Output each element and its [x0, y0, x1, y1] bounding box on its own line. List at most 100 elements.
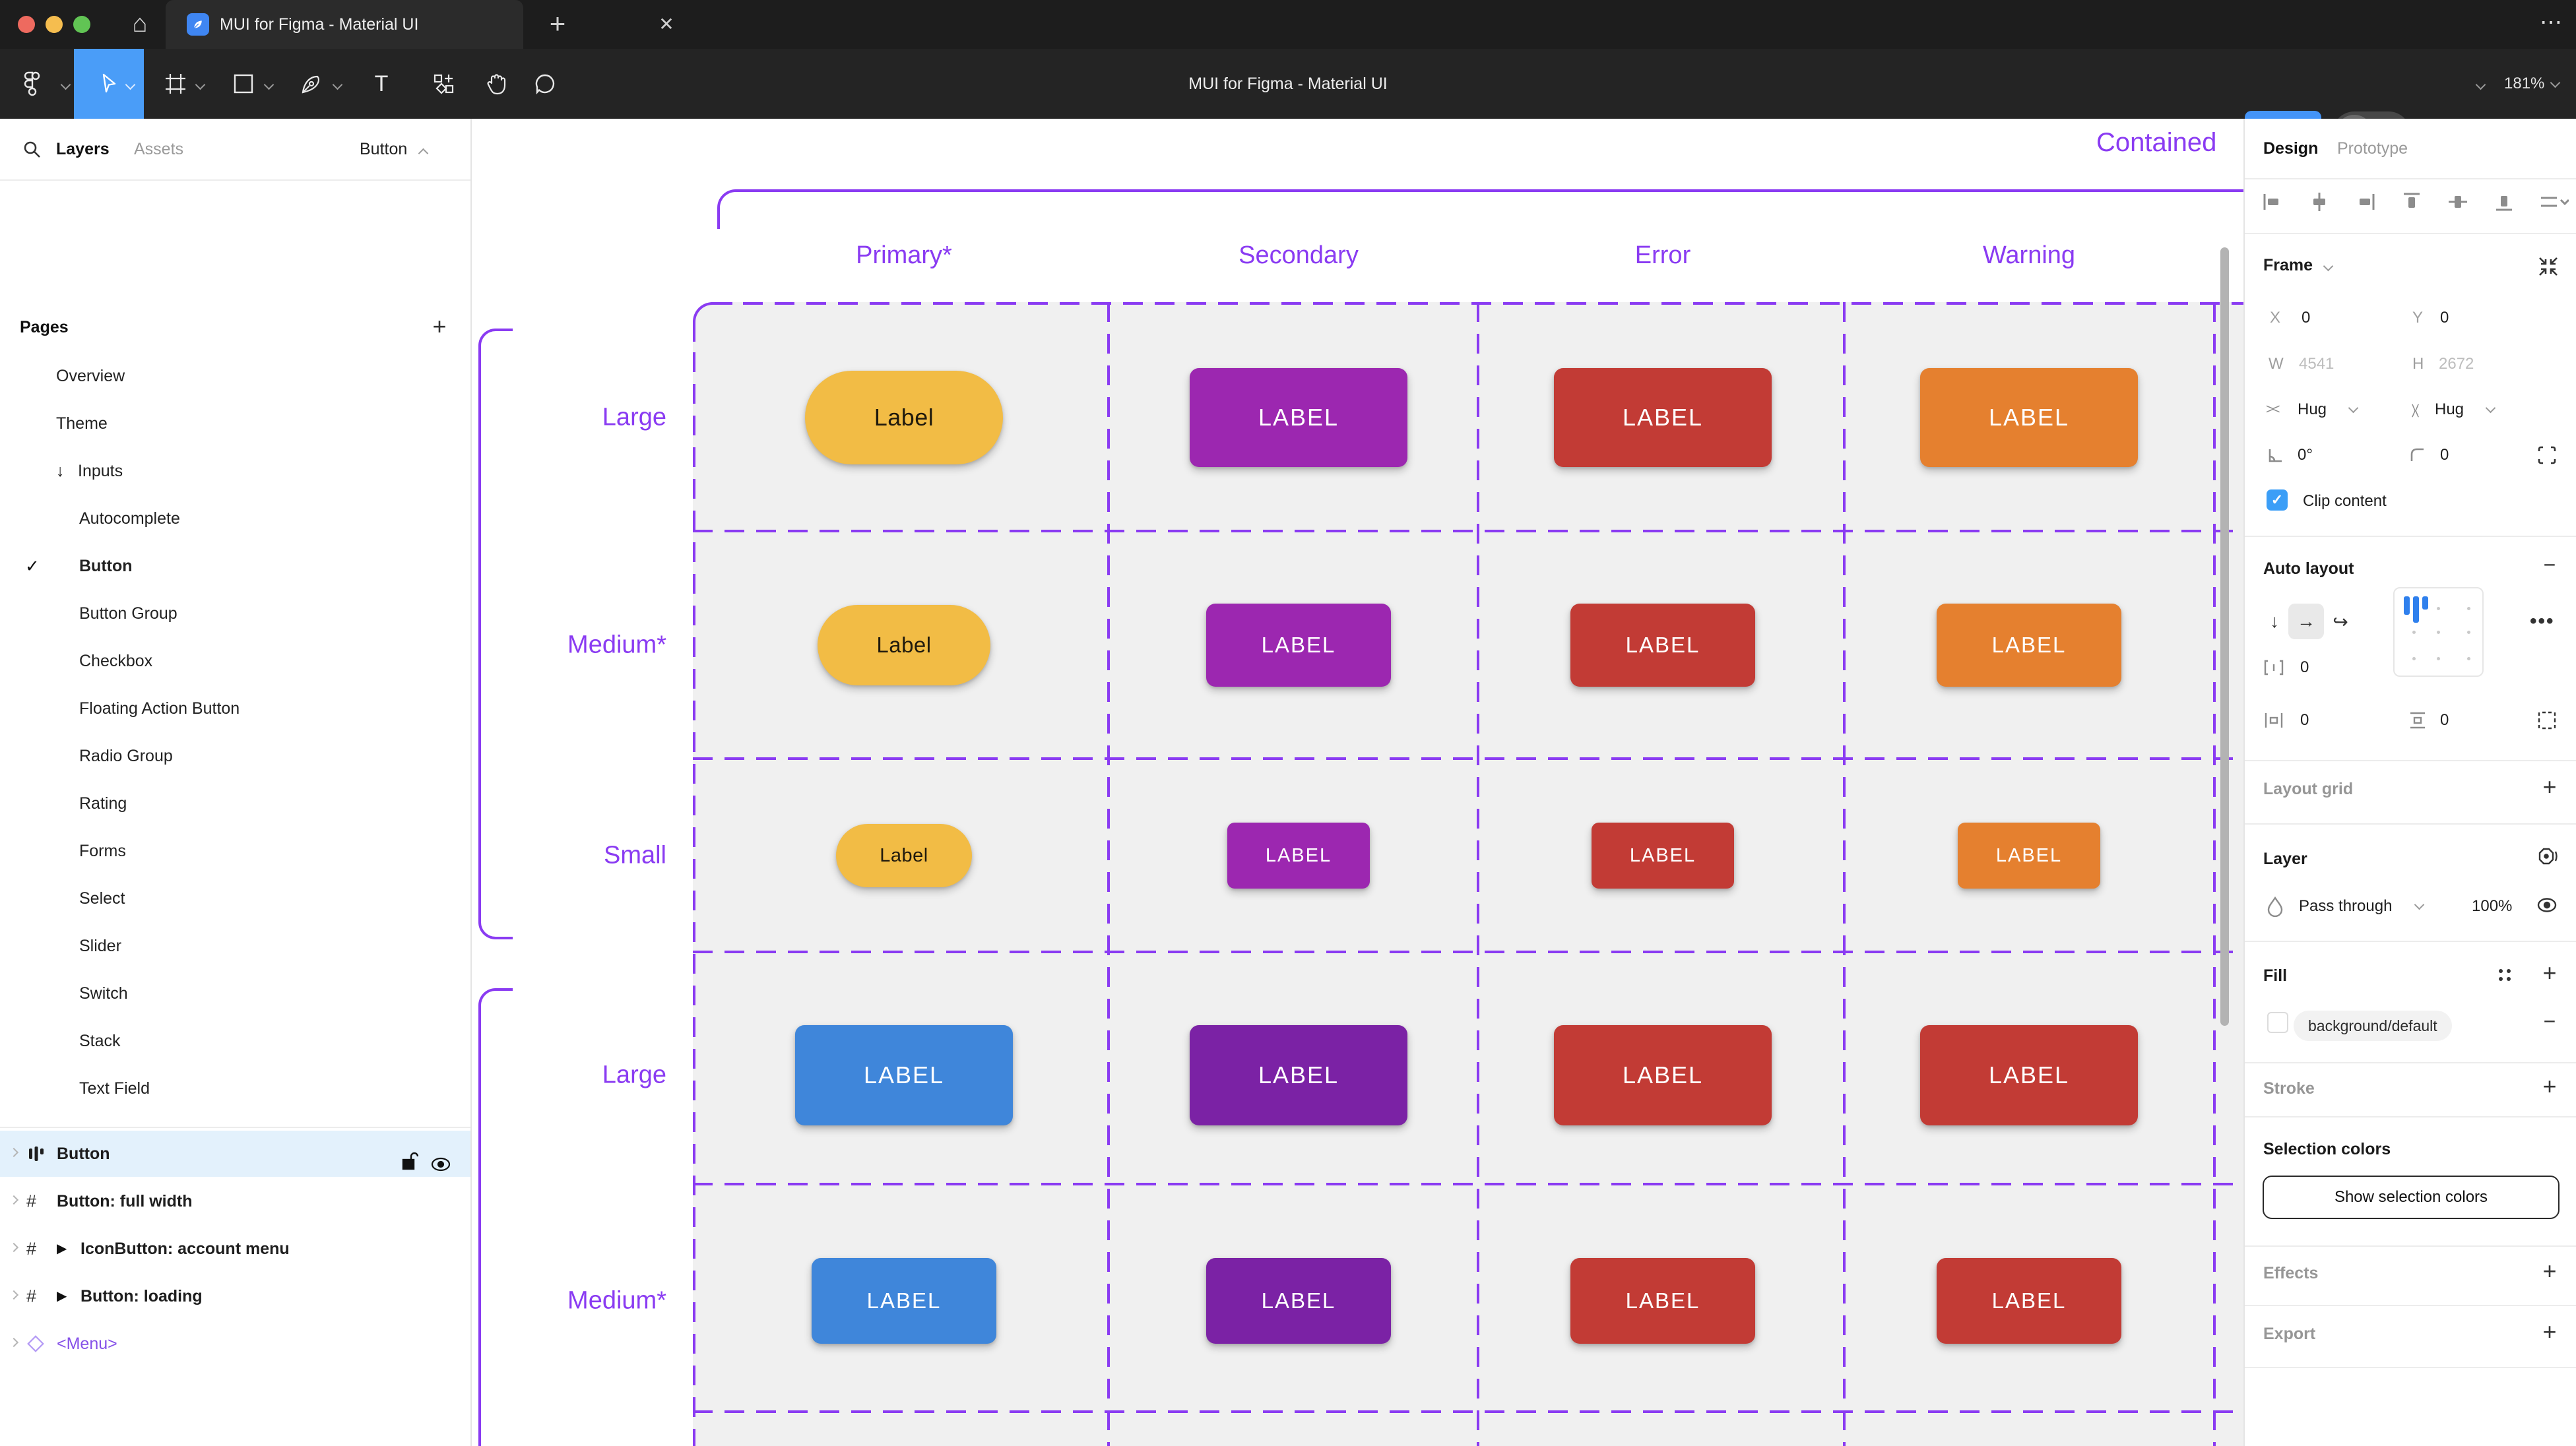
- sidebar-item-inputs[interactable]: ↓ Inputs: [0, 448, 470, 494]
- row-label-large-2[interactable]: Large: [602, 1061, 666, 1089]
- add-effect-button[interactable]: +: [2542, 1257, 2557, 1284]
- sidebar-item-slider[interactable]: Slider: [0, 923, 470, 969]
- blend-mode-icon[interactable]: [2535, 846, 2559, 869]
- sidebar-item-checkbox[interactable]: Checkbox: [0, 638, 470, 684]
- move-tool[interactable]: [74, 49, 144, 119]
- canvas[interactable]: Contained Primary* Secondary Error Warni…: [472, 119, 2243, 1446]
- tab-design[interactable]: Design: [2263, 139, 2319, 158]
- fill-color-swatch[interactable]: [2267, 1012, 2288, 1033]
- align-bottom-icon[interactable]: [2491, 189, 2517, 215]
- chevron-down-icon[interactable]: [2349, 404, 2358, 414]
- overflow-menu-icon[interactable]: ⋯: [2540, 10, 2564, 35]
- layer-row-button[interactable]: Button: [0, 1131, 470, 1177]
- button-component[interactable]: LABEL: [1920, 1025, 2138, 1125]
- button-component[interactable]: LABEL: [1570, 1258, 1755, 1344]
- components-tool[interactable]: [422, 49, 465, 119]
- vertical-padding-value[interactable]: 0: [2440, 711, 2449, 729]
- sidebar-item-radio-group[interactable]: Radio Group: [0, 733, 470, 779]
- chevron-right-icon[interactable]: [11, 1149, 18, 1157]
- button-component[interactable]: LABEL: [1592, 823, 1734, 889]
- align-top-icon[interactable]: [2399, 189, 2425, 215]
- button-component[interactable]: LABEL: [795, 1025, 1013, 1125]
- search-icon[interactable]: [20, 137, 44, 161]
- horizontal-padding-value[interactable]: 0: [2300, 711, 2309, 729]
- unlock-icon[interactable]: [401, 1143, 419, 1189]
- chevron-down-icon[interactable]: [2486, 404, 2496, 414]
- layer-row-button-loading[interactable]: # ▶ Button: loading: [0, 1273, 470, 1319]
- button-component[interactable]: LABEL: [1554, 1025, 1772, 1125]
- button-component[interactable]: LABEL: [1570, 604, 1755, 687]
- align-vertical-center-icon[interactable]: [2445, 189, 2471, 215]
- tab-layers[interactable]: Layers: [56, 140, 110, 158]
- add-fill-button[interactable]: +: [2542, 959, 2557, 986]
- sidebar-item-text-field[interactable]: Text Field: [0, 1065, 470, 1112]
- main-menu-figma-logo[interactable]: [11, 49, 54, 119]
- frame-title-contained[interactable]: Contained: [2096, 128, 2217, 157]
- button-component[interactable]: LABEL: [1206, 604, 1391, 687]
- sidebar-item-select[interactable]: Select: [0, 875, 470, 922]
- chevron-right-icon[interactable]: [11, 1339, 18, 1347]
- auto-layout-wrap-button[interactable]: ↩: [2333, 611, 2348, 632]
- pen-tool[interactable]: [290, 49, 333, 119]
- sidebar-item-theme[interactable]: Theme: [0, 400, 470, 447]
- gap-value[interactable]: 0: [2300, 658, 2309, 676]
- independent-padding-icon[interactable]: [2535, 708, 2559, 732]
- sidebar-item-button[interactable]: ✓ Button: [0, 543, 470, 589]
- button-component[interactable]: LABEL: [1554, 368, 1772, 467]
- sidebar-item-button-group[interactable]: Button Group: [0, 590, 470, 637]
- close-tab-icon[interactable]: ✕: [659, 14, 674, 34]
- zoom-level-control[interactable]: 181%: [2504, 49, 2560, 119]
- show-selection-colors-button[interactable]: Show selection colors: [2263, 1176, 2560, 1219]
- add-stroke-button[interactable]: +: [2542, 1073, 2557, 1100]
- align-right-icon[interactable]: [2352, 189, 2379, 215]
- auto-layout-right-button[interactable]: →: [2288, 604, 2324, 639]
- x-value[interactable]: 0: [2302, 309, 2311, 327]
- sidebar-item-autocomplete[interactable]: Autocomplete: [0, 495, 470, 542]
- row-label-small[interactable]: Small: [603, 841, 666, 869]
- close-window-light[interactable]: [18, 16, 35, 33]
- layer-row-iconbutton-account-menu[interactable]: # ▶ IconButton: account menu: [0, 1226, 470, 1272]
- corner-radius-value[interactable]: 0: [2440, 446, 2449, 464]
- remove-fill-button[interactable]: −: [2543, 1009, 2556, 1033]
- shape-tool[interactable]: [222, 49, 265, 119]
- hug-vertical-value[interactable]: Hug: [2435, 400, 2464, 418]
- auto-layout-down-button[interactable]: ↓: [2270, 611, 2279, 631]
- sidebar-item-rating[interactable]: Rating: [0, 780, 470, 827]
- button-component[interactable]: Label: [836, 824, 972, 887]
- button-component[interactable]: LABEL: [1190, 368, 1407, 467]
- align-horizontal-center-icon[interactable]: [2306, 189, 2333, 215]
- layer-row-menu-instance[interactable]: <Menu>: [0, 1321, 470, 1367]
- frame-tool[interactable]: [152, 49, 199, 119]
- visibility-eye-icon[interactable]: [430, 1145, 451, 1191]
- button-component[interactable]: Label: [818, 605, 990, 685]
- sidebar-item-switch[interactable]: Switch: [0, 970, 470, 1017]
- layer-visibility-eye-icon[interactable]: [2535, 893, 2559, 917]
- blend-mode-value[interactable]: Pass through: [2299, 897, 2393, 915]
- row-label-large[interactable]: Large: [602, 403, 666, 431]
- home-icon[interactable]: ⌂: [132, 10, 148, 38]
- w-value[interactable]: 4541: [2299, 355, 2334, 373]
- tab-assets[interactable]: Assets: [134, 140, 184, 158]
- sidebar-item-stack[interactable]: Stack: [0, 1018, 470, 1064]
- frame-section-header[interactable]: Frame: [2263, 256, 2576, 275]
- auto-layout-more-icon[interactable]: •••: [2530, 610, 2555, 632]
- chevron-right-icon[interactable]: [11, 1292, 18, 1300]
- button-component[interactable]: LABEL: [1190, 1025, 1407, 1125]
- sidebar-item-overview[interactable]: Overview: [0, 353, 470, 399]
- sidebar-item-forms[interactable]: Forms: [0, 828, 470, 874]
- zoom-window-light[interactable]: [73, 16, 90, 33]
- chevron-down-icon[interactable]: [2415, 901, 2424, 910]
- add-export-button[interactable]: +: [2542, 1318, 2557, 1345]
- rotation-value[interactable]: 0°: [2298, 446, 2313, 464]
- row-label-medium[interactable]: Medium*: [567, 631, 666, 659]
- button-component[interactable]: LABEL: [1227, 823, 1370, 889]
- tab-prototype[interactable]: Prototype: [2337, 139, 2408, 158]
- button-component[interactable]: LABEL: [812, 1258, 996, 1344]
- minimize-window-light[interactable]: [46, 16, 63, 33]
- text-tool[interactable]: T: [374, 71, 389, 96]
- button-component[interactable]: LABEL: [1937, 604, 2121, 687]
- collapse-icon[interactable]: [2536, 255, 2560, 278]
- independent-corners-icon[interactable]: [2535, 443, 2559, 467]
- button-component[interactable]: LABEL: [1937, 1258, 2121, 1344]
- h-value[interactable]: 2672: [2439, 355, 2474, 373]
